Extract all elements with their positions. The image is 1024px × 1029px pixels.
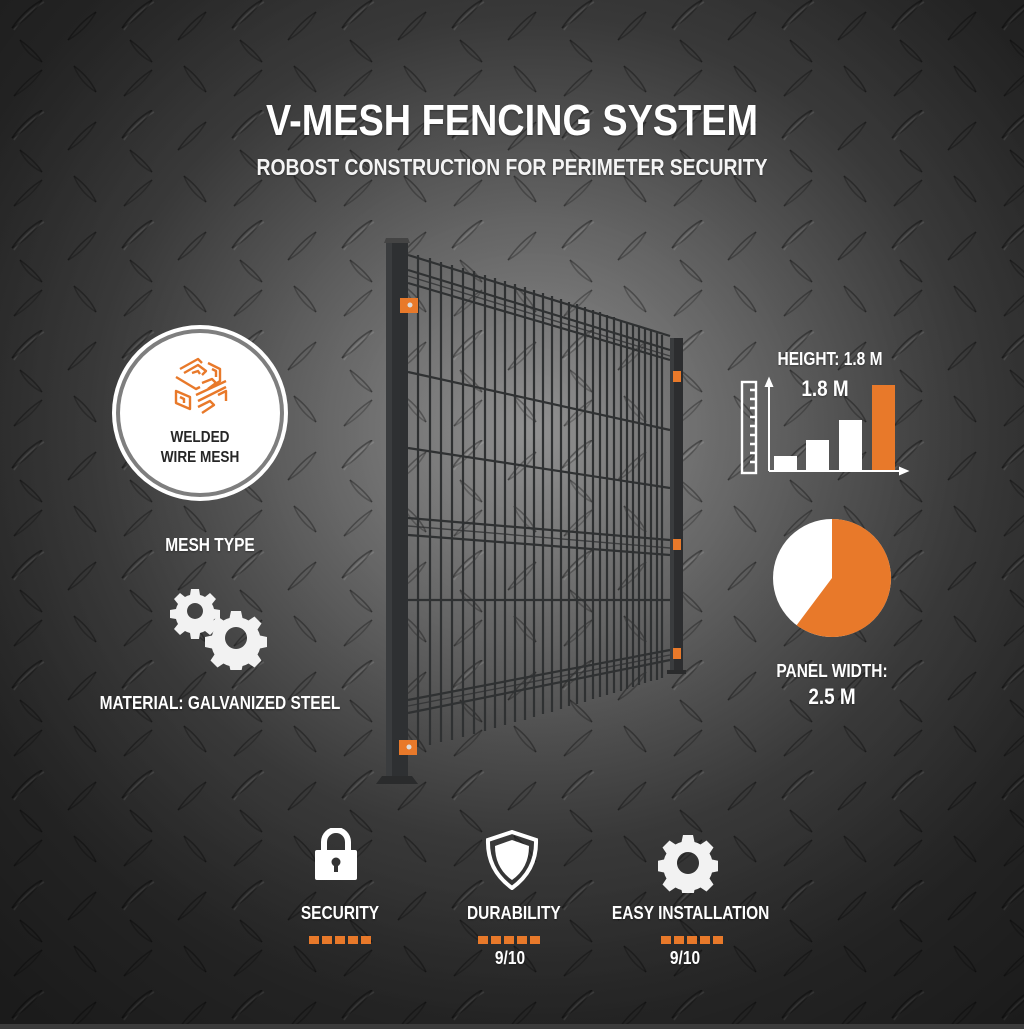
- durability-rating: [478, 936, 540, 944]
- rating-box: [348, 936, 358, 944]
- panel-width-caption: PANEL WIDTH: 2.5 M: [746, 658, 918, 710]
- panel-width-value: 2.5 M: [808, 684, 856, 709]
- page-title: V-MESH FENCING SYSTEM: [265, 96, 758, 145]
- rating-box: [713, 936, 723, 944]
- page-subtitle: ROBOST CONSTRUCTION FOR PERIMETER SECURI…: [256, 154, 768, 180]
- badge-ring: [128, 341, 272, 485]
- security-rating: [309, 936, 371, 944]
- chart-bars: [774, 385, 895, 470]
- mesh-type-caption: MESH TYPE: [165, 535, 255, 555]
- mesh-badge-line1: WELDED: [170, 429, 230, 446]
- welded-mesh-icon: [174, 357, 228, 414]
- height-title: HEIGHT: 1.8 M: [777, 349, 883, 369]
- easy-installation-rating: [661, 936, 723, 944]
- durability-score: 9/10: [494, 948, 526, 968]
- mesh-type-badge: WELDED WIRE MESH: [120, 333, 280, 493]
- right-fence-post: [667, 338, 686, 674]
- chart-axes: [764, 376, 910, 476]
- feature-label: EASY INSTALLATION: [611, 903, 770, 923]
- rating-box: [687, 936, 697, 944]
- gear-icon: [658, 835, 718, 893]
- panel-width-pie-chart: [773, 519, 891, 637]
- fence-mesh: [407, 253, 671, 747]
- rating-box: [530, 936, 540, 944]
- panel-width-label: PANEL WIDTH:: [776, 661, 888, 681]
- left-fence-post: [376, 238, 418, 784]
- rating-box: [661, 936, 671, 944]
- rating-box: [322, 936, 332, 944]
- rating-box: [361, 936, 371, 944]
- gears-icon: [170, 589, 267, 670]
- feature-label: DURABILITY: [467, 903, 561, 923]
- rating-box: [517, 936, 527, 944]
- material-caption: MATERIAL: GALVANIZED STEEL: [99, 693, 341, 713]
- mesh-badge-line2: WIRE MESH: [160, 449, 240, 466]
- rating-box: [335, 936, 345, 944]
- rating-box: [309, 936, 319, 944]
- rating-box: [700, 936, 710, 944]
- height-bar-chart: [740, 376, 910, 476]
- rating-box: [478, 936, 488, 944]
- rating-box: [674, 936, 684, 944]
- rating-box: [491, 936, 501, 944]
- lock-icon: [315, 828, 357, 880]
- mesh-badge-label: WELDED WIRE MESH: [132, 428, 268, 468]
- ruler-icon: [740, 380, 758, 475]
- shield-icon: [485, 830, 539, 890]
- rating-box: [504, 936, 514, 944]
- height-value-annotation: 1.8 M: [801, 376, 849, 401]
- easy-installation-score: 9/10: [669, 948, 701, 968]
- feature-label: SECURITY: [300, 903, 380, 923]
